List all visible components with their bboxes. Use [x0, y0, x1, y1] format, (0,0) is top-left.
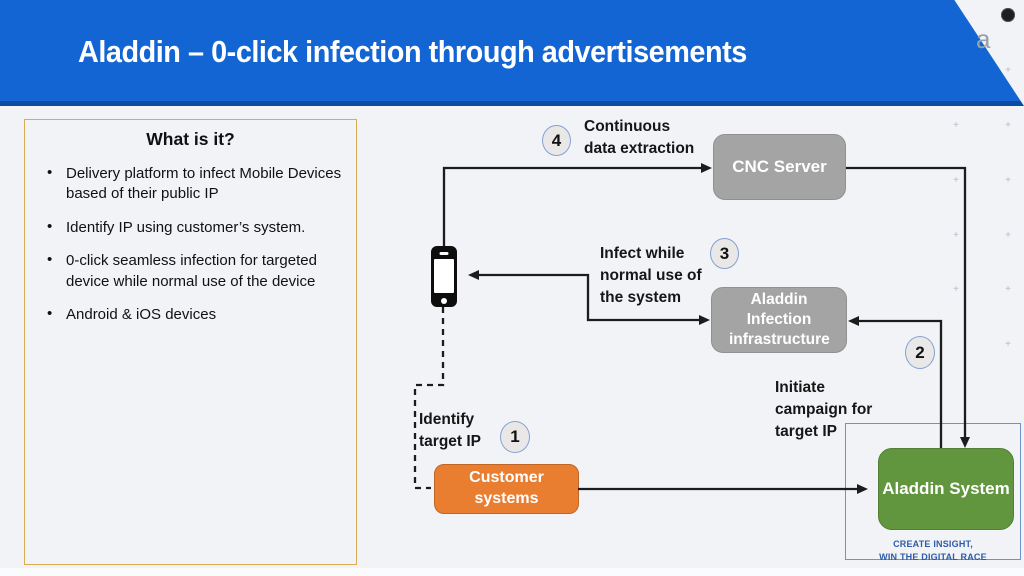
label-infect-while-normal-use: Infect while normal use of the system: [600, 245, 702, 306]
grid-dot: +: [1005, 65, 1011, 76]
corner-dot-icon: [1001, 8, 1015, 22]
arrow-phone-to-cnc: [442, 166, 701, 247]
grid-dot: +: [953, 120, 959, 131]
node-label: CNC Server: [732, 157, 827, 176]
step-badge-1: 1: [500, 421, 530, 453]
step-badge-3: 3: [710, 238, 739, 269]
grid-dot: +: [1005, 339, 1011, 350]
smartphone-icon: [431, 246, 457, 307]
node-infection-infrastructure: Aladdin Infection infrastructure: [711, 287, 847, 353]
node-customer-systems: Customer systems: [434, 464, 579, 514]
info-bullet: Delivery platform to infect Mobile Devic…: [45, 163, 345, 205]
arrowhead-right: [701, 163, 712, 173]
node-label: Customer systems: [469, 469, 544, 507]
node-label: Aladdin Infection infrastructure: [729, 290, 830, 349]
tagline: CREATE INSIGHT, WIN THE DIGITAL RACE: [850, 538, 1016, 564]
grid-dot: +: [953, 284, 959, 295]
label-identify-target-ip: Identify target IP: [419, 411, 482, 450]
grid-dot: +: [1005, 230, 1011, 241]
title-banner: [0, 0, 1024, 106]
arrowhead-left: [848, 316, 859, 326]
grid-dot: +: [1005, 284, 1011, 295]
info-bullet: 0-click seamless infection for targeted …: [45, 250, 345, 292]
slide-bottom-edge: [0, 568, 1024, 576]
info-bullet-list: Delivery platform to infect Mobile Devic…: [25, 163, 356, 325]
grid-dot: +: [953, 175, 959, 186]
tagline-line: CREATE INSIGHT,: [893, 539, 973, 549]
label-continuous-data-extraction: Continuous data extraction: [584, 118, 695, 157]
info-heading: What is it?: [146, 129, 235, 149]
node-cnc-server: CNC Server: [713, 134, 846, 200]
dashed-line-phone-to-customer: [413, 307, 445, 490]
arrowhead-right: [699, 315, 710, 325]
tagline-line: WIN THE DIGITAL RACE: [879, 552, 987, 563]
info-bullet: Identify IP using customer’s system.: [45, 217, 345, 238]
what-is-it-box: What is it? Delivery platform to infect …: [24, 119, 357, 565]
label-initiate-campaign: Initiate campaign for target IP: [775, 379, 873, 440]
arrowhead-left: [468, 270, 479, 280]
slide-title: Aladdin – 0-click infection through adve…: [78, 34, 747, 69]
node-label: Aladdin System: [882, 479, 1010, 498]
phone-screen: [434, 259, 454, 293]
step-badge-2: 2: [905, 336, 935, 369]
phone-home-button: [441, 297, 447, 304]
info-bullet: Android & iOS devices: [45, 304, 345, 325]
phone-speaker: [439, 252, 449, 255]
grid-dot: +: [1005, 175, 1011, 186]
node-aladdin-system: Aladdin System: [878, 448, 1014, 530]
step-badge-4: 4: [542, 125, 571, 156]
grid-dot: +: [1005, 120, 1011, 131]
corner-letter-glyph: a: [976, 24, 991, 54]
grid-dot: +: [953, 230, 959, 241]
